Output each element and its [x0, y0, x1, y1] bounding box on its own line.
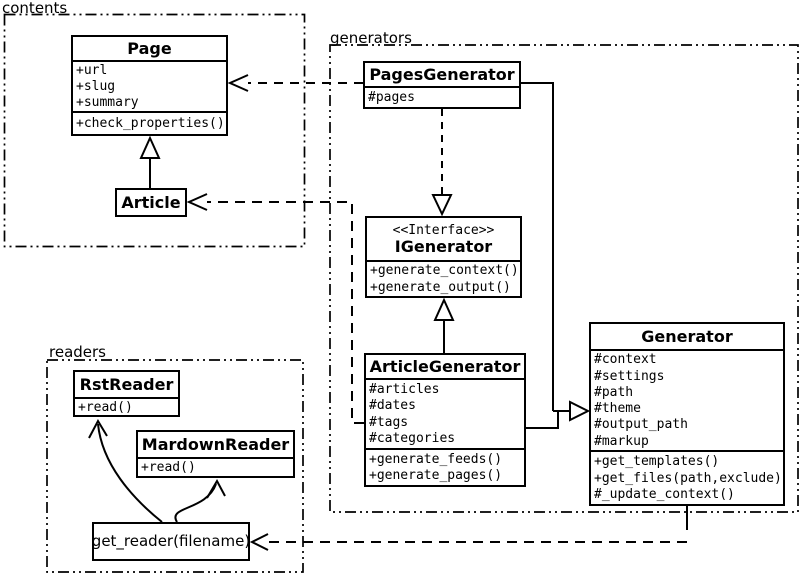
package-frame-generators: [329, 44, 799, 513]
class-title: IGenerator: [394, 236, 493, 256]
dependency-pagesgenerator-to-page: [227, 74, 363, 92]
method: +get_templates(): [594, 453, 720, 469]
method: +check_properties(): [76, 116, 225, 131]
attributes-compartment: +url +slug +summary: [73, 60, 226, 111]
method: +generate_feeds(): [369, 451, 503, 467]
dependency-generator-to-getreader: [249, 506, 688, 551]
methods-compartment: +check_properties(): [73, 111, 226, 134]
methods-compartment: +generate_feeds() +generate_pages(): [366, 448, 524, 485]
realization-pagesgenerator-to-igenerator: [431, 109, 453, 217]
attribute: #context: [594, 352, 657, 368]
methods-compartment: +generate_context() +generate_output(): [367, 260, 520, 296]
class-title: Generator: [641, 326, 733, 346]
class-box-page: Page +url +slug +summary +check_properti…: [71, 35, 228, 136]
attribute: +url: [76, 63, 108, 78]
attribute: #dates: [369, 398, 416, 414]
attribute: #path: [594, 384, 634, 400]
method: +generate_output(): [370, 279, 511, 295]
package-label-readers: readers: [49, 343, 106, 361]
association-getreader-to-rstreader: [88, 418, 163, 523]
method: +get_files(path,exclude): [594, 470, 782, 486]
function-box-get-reader: get_reader(filename): [92, 522, 250, 561]
method: +read(): [141, 460, 196, 475]
generalization-generators-to-generator: [521, 82, 591, 429]
association-getreader-to-mardownreader: [174, 478, 226, 523]
generalization-article-to-page: [139, 135, 161, 188]
method: +generate_context(): [370, 263, 519, 279]
package-label-generators: generators: [330, 29, 412, 47]
class-box-mardownreader: MardownReader +read(): [136, 430, 295, 478]
stereotype-label: <<Interface>>: [392, 222, 495, 238]
attribute: #output_path: [594, 417, 688, 433]
attribute: #markup: [594, 433, 649, 449]
class-header: <<Interface>> IGenerator: [367, 218, 520, 260]
attribute: #categories: [369, 431, 456, 447]
method: +generate_pages(): [369, 468, 503, 484]
method: +read(): [78, 399, 133, 415]
function-label: get_reader(filename): [91, 532, 251, 550]
class-title: PagesGenerator: [369, 64, 515, 84]
generalization-articlegenerator-to-igenerator: [433, 297, 455, 353]
class-box-generator: Generator #context #settings #path #them…: [589, 322, 785, 506]
attributes-compartment: #articles #dates #tags #categories: [366, 378, 524, 448]
attributes-compartment: #pages: [365, 86, 519, 107]
attribute: #articles: [369, 381, 440, 397]
method: #_update_context(): [594, 487, 735, 503]
class-box-rstreader: RstReader +read(): [73, 370, 180, 417]
attribute: #tags: [369, 414, 409, 430]
attributes-compartment: #context #settings #path #theme #output_…: [591, 349, 783, 450]
dependency-articlegenerator-to-article: [186, 193, 364, 424]
methods-compartment: +get_templates() +get_files(path,exclude…: [591, 450, 783, 504]
interface-box-igenerator: <<Interface>> IGenerator +generate_conte…: [365, 216, 522, 298]
attribute: +summary: [76, 95, 139, 110]
attribute: #theme: [594, 401, 641, 417]
class-title: Page: [127, 38, 172, 58]
class-title: MardownReader: [141, 434, 290, 454]
open-arrowhead-icon: [88, 418, 108, 439]
methods-compartment: +read(): [75, 397, 178, 415]
open-arrowhead-icon: [186, 193, 208, 211]
open-arrowhead-icon: [206, 478, 226, 499]
open-arrowhead-icon: [227, 74, 249, 92]
methods-compartment: +read(): [138, 457, 293, 476]
package-label-contents: contents: [2, 0, 68, 17]
package-frame-contents: [3, 13, 306, 248]
class-box-pagesgenerator: PagesGenerator #pages: [363, 61, 521, 109]
attribute: #settings: [594, 368, 665, 384]
class-title: RstReader: [79, 374, 174, 394]
class-box-article: Article: [115, 188, 187, 217]
class-title: ArticleGenerator: [369, 356, 521, 376]
attribute: +slug: [76, 79, 116, 94]
class-box-articlegenerator: ArticleGenerator #articles #dates #tags …: [364, 353, 526, 487]
attribute: #pages: [368, 90, 415, 105]
package-frame-readers: [46, 359, 304, 573]
class-title: Article: [121, 192, 181, 212]
open-arrowhead-icon: [249, 533, 269, 551]
